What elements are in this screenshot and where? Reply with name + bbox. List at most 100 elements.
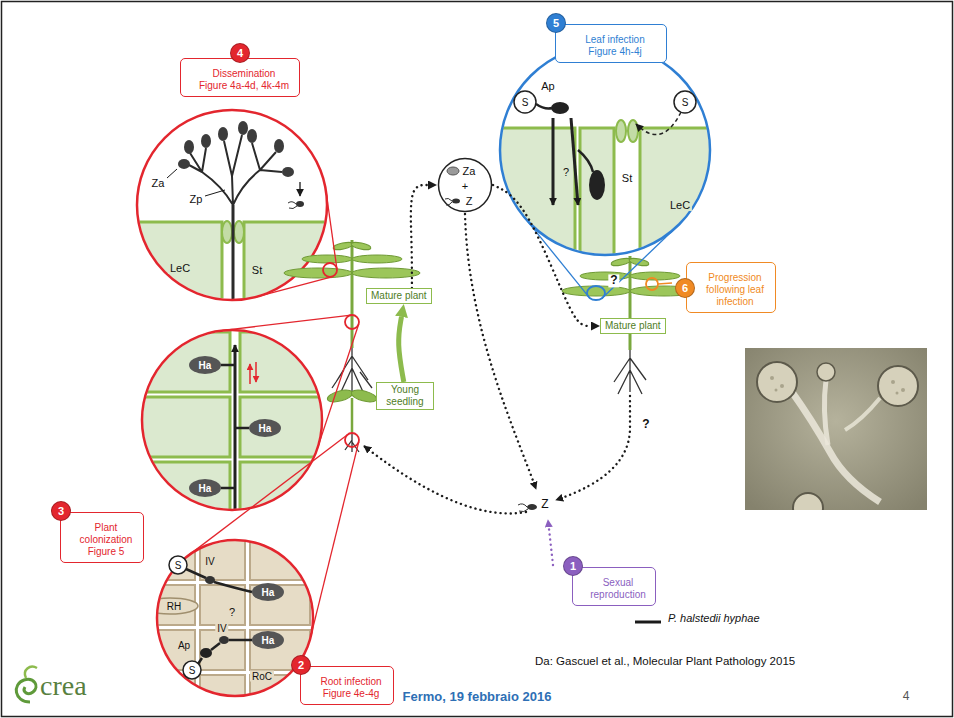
callout-text: Figure 4e-4g	[315, 688, 387, 700]
structure-label: Ha	[262, 635, 275, 646]
zoom-leader-lines	[188, 192, 678, 637]
structure-label: Ap	[539, 80, 556, 92]
legend-text: P. halstedii hyphae	[668, 612, 760, 624]
structure-label: RH	[165, 601, 183, 612]
young-seedling	[350, 388, 378, 404]
root-infection-view	[229, 639, 252, 642]
plant-colonization-view	[140, 462, 230, 522]
mature-plant-left	[284, 240, 420, 394]
plant-colonization-view	[221, 487, 235, 490]
structure-label: RoC	[250, 671, 274, 682]
circle-outline	[439, 159, 492, 212]
footer-date: Fermo, 19 febbraio 2016	[403, 690, 552, 704]
leaf-infection-view	[580, 128, 614, 268]
plant-colonization-view	[189, 356, 221, 374]
dissemination-view	[222, 221, 232, 243]
micrograph-photo	[757, 362, 797, 402]
mature-plant-left	[352, 255, 402, 263]
leaf-infection-view	[495, 45, 730, 268]
micrograph-photo	[891, 380, 895, 384]
root-infection-view	[252, 583, 284, 601]
spore-circle: Za+Z	[437, 157, 493, 213]
stage-callout: 5Leaf infectionFigure 4h-4j	[555, 24, 667, 63]
dissemination-view	[130, 121, 336, 312]
root-infection-view	[142, 538, 310, 715]
structure-label: Ha	[199, 360, 212, 371]
dissemination-view	[201, 134, 211, 148]
leaf-infection-view	[495, 118, 730, 268]
dissemination-view	[232, 205, 235, 312]
dispersal-paths	[518, 504, 528, 512]
dissemination-view	[299, 182, 300, 196]
callout-number: 3	[51, 501, 71, 521]
dispersal-paths	[548, 520, 553, 565]
structure-label: S	[189, 665, 196, 676]
plant-colonization-view	[249, 364, 251, 384]
structure-label: LeC	[668, 199, 692, 211]
mature-plant-right	[646, 278, 658, 290]
callout-title: Progression following leaf infection	[701, 272, 769, 308]
dissemination-view	[274, 139, 284, 153]
dissemination-view	[247, 129, 257, 143]
structure-label: St	[250, 264, 264, 276]
root-infection-view	[252, 631, 284, 649]
dispersal-paths	[364, 214, 630, 565]
dissemination-view	[130, 110, 336, 312]
structure-label: ?	[561, 166, 571, 178]
dissemination-view	[282, 167, 294, 177]
sporangium-icon	[447, 167, 459, 175]
dissemination-view	[234, 221, 244, 243]
structure-label: ?	[608, 274, 619, 287]
leaf-infection-view	[636, 112, 681, 135]
micrograph-photo	[775, 389, 778, 392]
structure-label: ?	[227, 606, 237, 618]
leaf-infection-view	[551, 102, 569, 114]
root-infection-view	[142, 538, 313, 715]
callout-number: 5	[546, 13, 566, 33]
crea-logo-mark	[25, 667, 37, 678]
leaf-infection-view	[552, 118, 555, 205]
structure-label: LeC	[168, 262, 192, 274]
stage-label: Young seedling	[381, 384, 429, 408]
stage-callout: 6Progression following leaf infection	[686, 262, 776, 313]
micrograph-photo	[901, 388, 905, 392]
stage-callout: 3Plant colonizationFigure 5	[60, 512, 144, 563]
plant-colonization-view	[235, 427, 249, 430]
stage-label: Mature plant	[605, 320, 661, 332]
micrograph-photo	[780, 384, 784, 388]
callout-text: Figure 5	[75, 546, 137, 558]
micrograph-photo	[845, 398, 880, 430]
leaf-infection-view	[514, 91, 536, 113]
mature-plant-left	[345, 315, 359, 329]
root-infection-view	[157, 540, 313, 696]
dispersal-paths	[465, 214, 536, 489]
dispersal-paths	[364, 446, 526, 513]
plant-colonization-view	[140, 330, 330, 522]
legend-sample	[634, 613, 662, 623]
spore-label: +	[462, 181, 468, 192]
mature-plant-right	[614, 350, 646, 394]
dissemination-view	[218, 127, 228, 141]
spore-label: Za	[463, 166, 476, 177]
callout-number: 2	[291, 655, 311, 675]
zoospore-icon	[445, 198, 452, 205]
stage-callout: 4DisseminationFigure 4a-4d, 4k-4m	[180, 58, 300, 97]
root-infection-view	[219, 636, 229, 644]
zoospore-icon	[452, 199, 460, 204]
structure-label: ?	[640, 418, 651, 431]
zoom-leader-line	[256, 277, 331, 297]
structure-label: Ha	[262, 587, 275, 598]
plant-colonization-view	[140, 332, 230, 392]
dissemination-view	[167, 169, 177, 178]
root-infection-view	[200, 585, 245, 625]
dissemination-view	[296, 201, 304, 207]
plant-colonization-view	[255, 362, 257, 382]
mature-plant-left	[333, 241, 354, 251]
micrograph-photo	[757, 362, 918, 510]
callout-number: 4	[230, 43, 250, 63]
plant-stage-box: Young seedling	[376, 382, 434, 410]
structure-label: Ap	[176, 640, 192, 651]
root-infection-view	[205, 576, 215, 584]
structure-label: Za	[150, 177, 167, 189]
